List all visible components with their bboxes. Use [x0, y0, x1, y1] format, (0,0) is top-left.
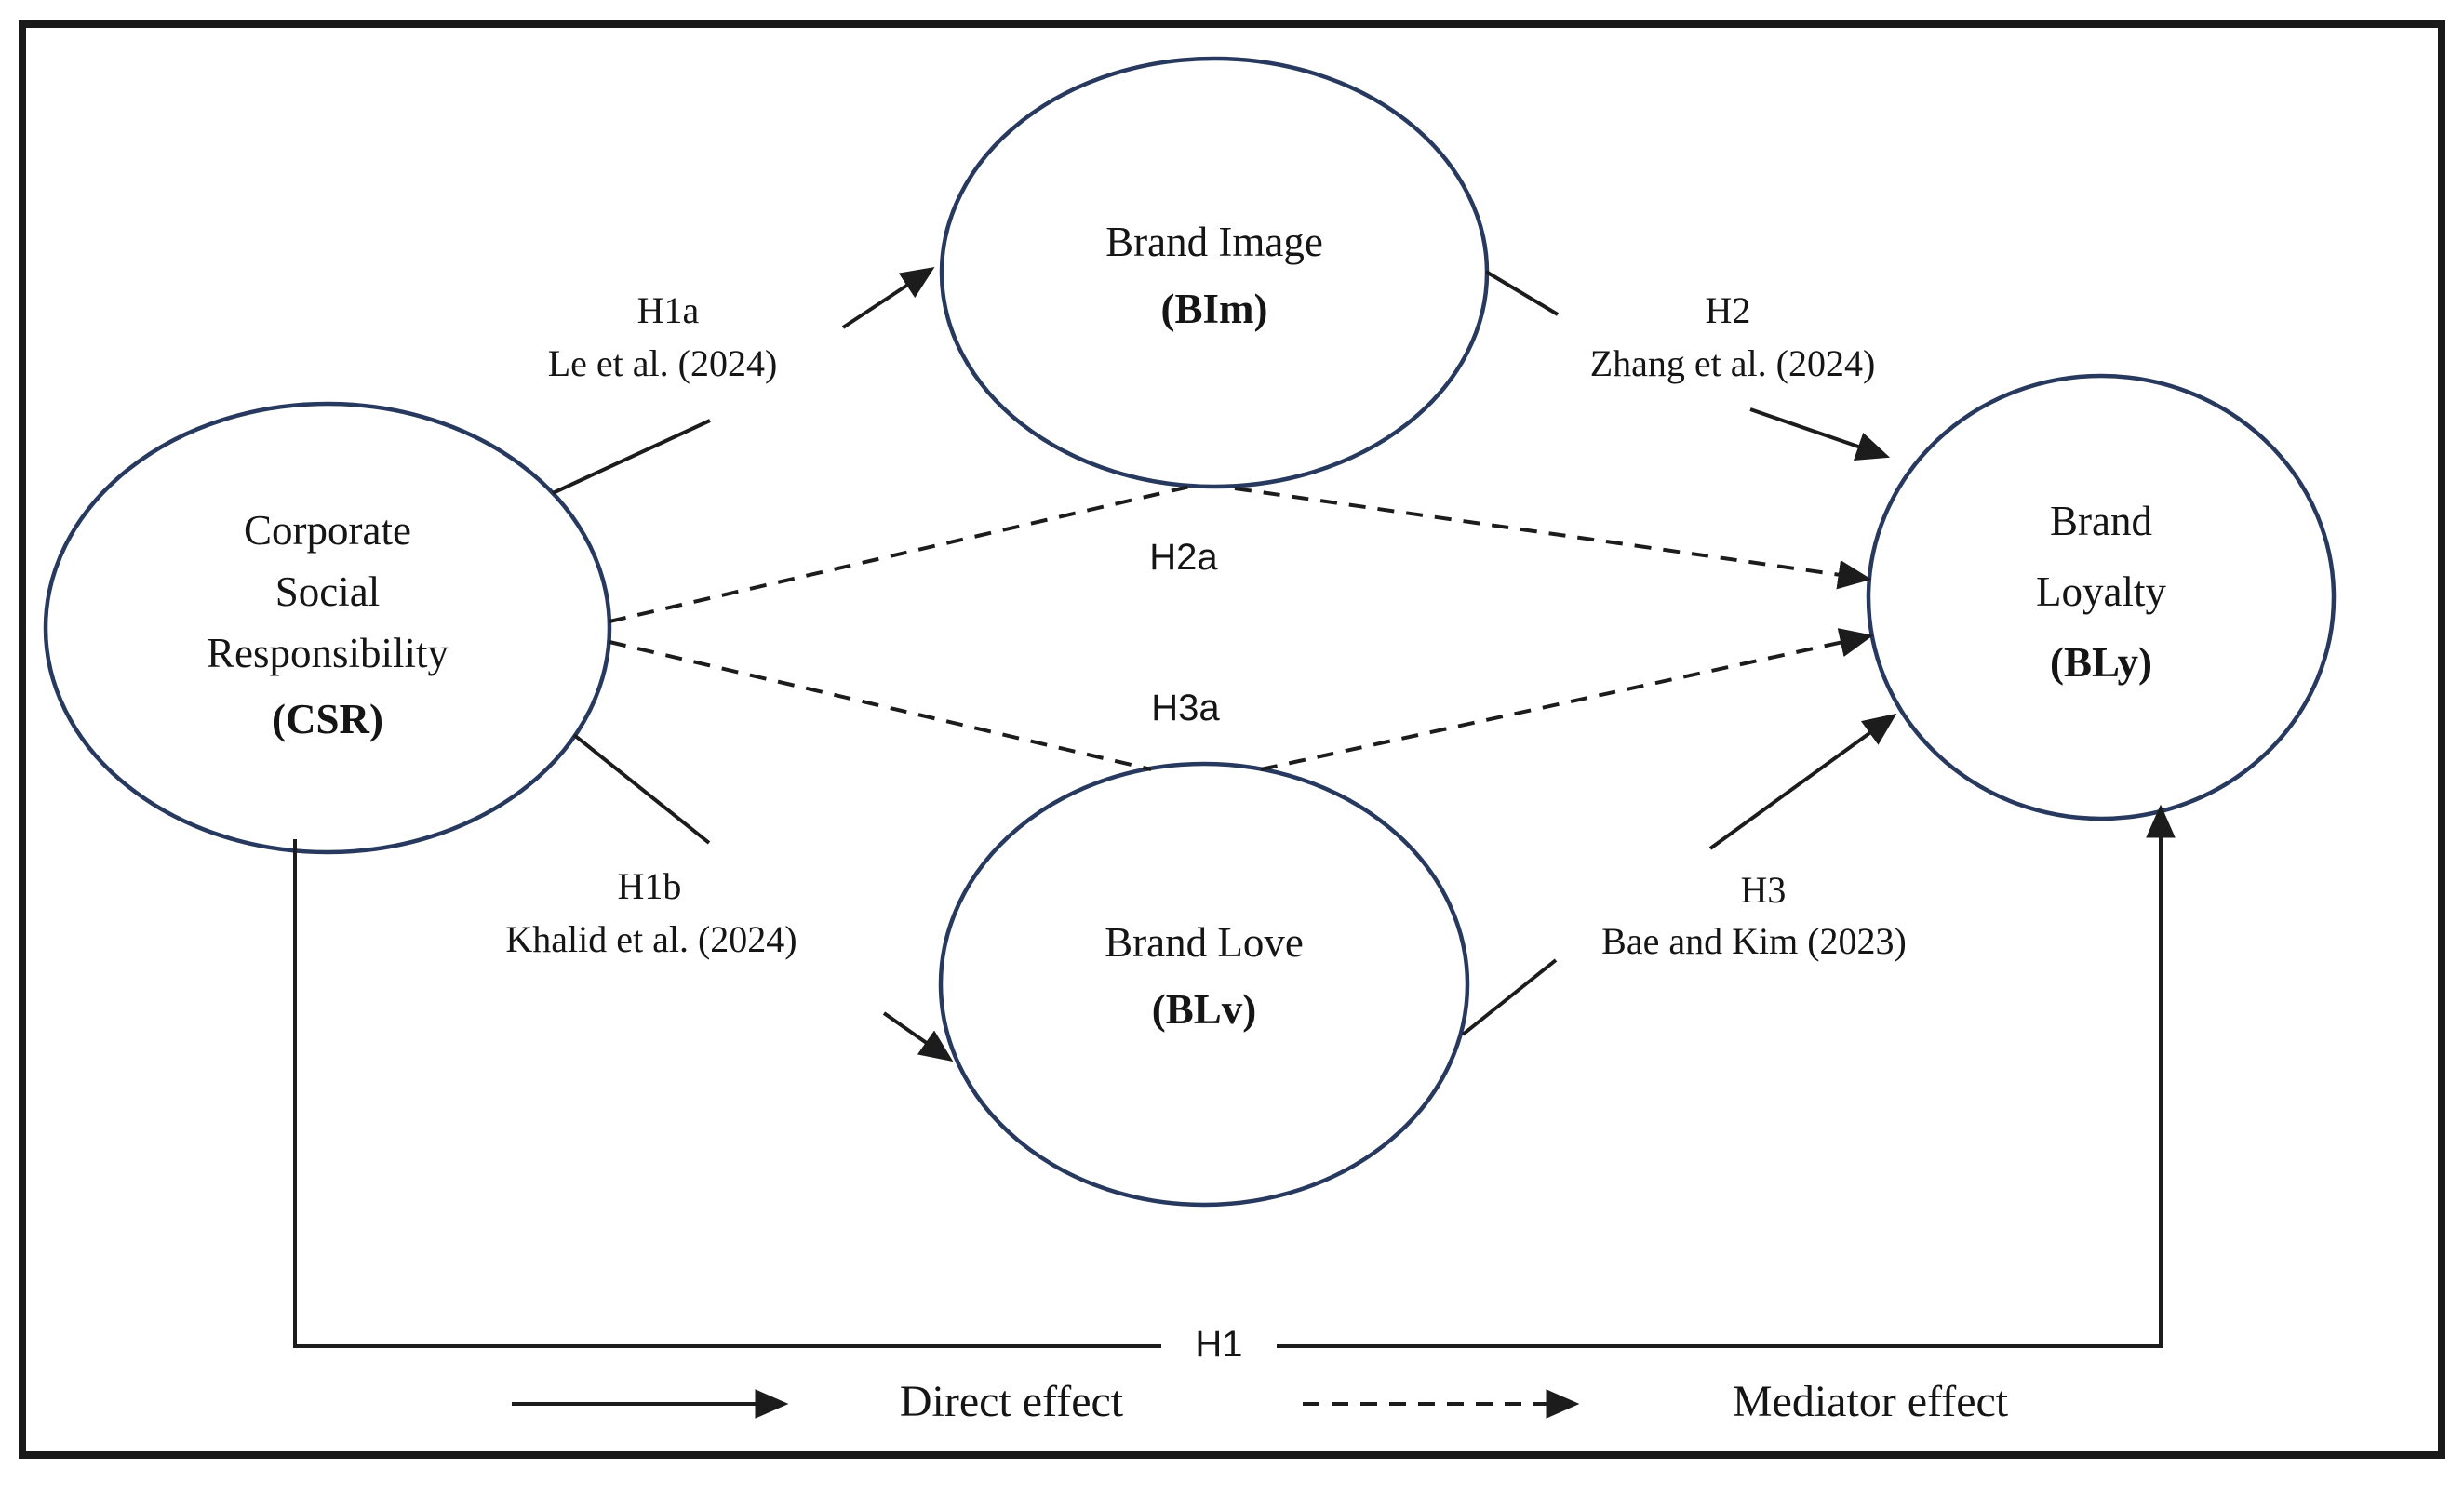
label-h1b-citation: Khalid et al. (2024) [505, 918, 797, 960]
label-h1a-citation: Le et al. (2024) [548, 342, 778, 384]
edge-h2-arrow [1749, 407, 1891, 461]
node-csr-code: (CSR) [272, 696, 383, 742]
edge-h1b-line-segment [572, 733, 711, 845]
node-csr-label-line1: Corporate [244, 507, 411, 554]
node-brand-love-code: (BLv) [1152, 986, 1257, 1033]
node-brand-love-label: Brand Love [1105, 919, 1304, 966]
node-brand-loyalty-label-line1: Brand [2050, 498, 2152, 544]
label-h2a: H2a [1149, 537, 1218, 578]
label-h3: H3 [1741, 869, 1787, 911]
label-h2: H2 [1706, 289, 1751, 331]
label-h1b: H1b [618, 865, 682, 907]
edge-h3-line-segment [1461, 958, 1558, 1036]
label-h1a: H1a [637, 289, 700, 331]
node-csr-ellipse [43, 401, 612, 855]
node-brand-loyalty-ellipse [1866, 373, 2337, 821]
node-brand-love-ellipse [938, 761, 1470, 1208]
edge-h3a-dashed-left [609, 640, 1152, 771]
node-csr-label-line2: Social [275, 568, 380, 615]
edge-h1-line-right-arrow [1277, 804, 2176, 1348]
node-brand-image-code: (BIm) [1161, 286, 1268, 332]
edge-h1a-arrow [841, 267, 935, 329]
legend-direct-label: Direct effect [900, 1377, 1124, 1426]
edge-h2a-dashed-arrow [1234, 487, 1872, 590]
node-csr-label-line3: Responsibility [207, 630, 449, 676]
label-h3-citation: Bae and Kim (2023) [1601, 920, 1907, 962]
edge-h1a-line-segment [552, 419, 711, 495]
label-h2-citation: Zhang et al. (2024) [1590, 342, 1876, 384]
edge-h2-line-segment [1484, 270, 1560, 316]
edge-h2a-dashed-left [609, 484, 1195, 623]
node-brand-image-ellipse [939, 56, 1490, 489]
node-brand-loyalty-label-line2: Loyalty [2036, 568, 2166, 615]
node-brand-loyalty-code: (BLy) [2050, 639, 2152, 686]
legend-mediator-label: Mediator effect [1733, 1377, 2009, 1426]
node-brand-image-label: Brand Image [1105, 219, 1323, 265]
edge-h1b-arrow [882, 1011, 954, 1062]
edge-h1-line-left [293, 839, 1161, 1348]
label-h3a: H3a [1151, 688, 1220, 728]
edge-h3-arrow [1708, 713, 1897, 850]
label-h1: H1 [1195, 1324, 1242, 1365]
